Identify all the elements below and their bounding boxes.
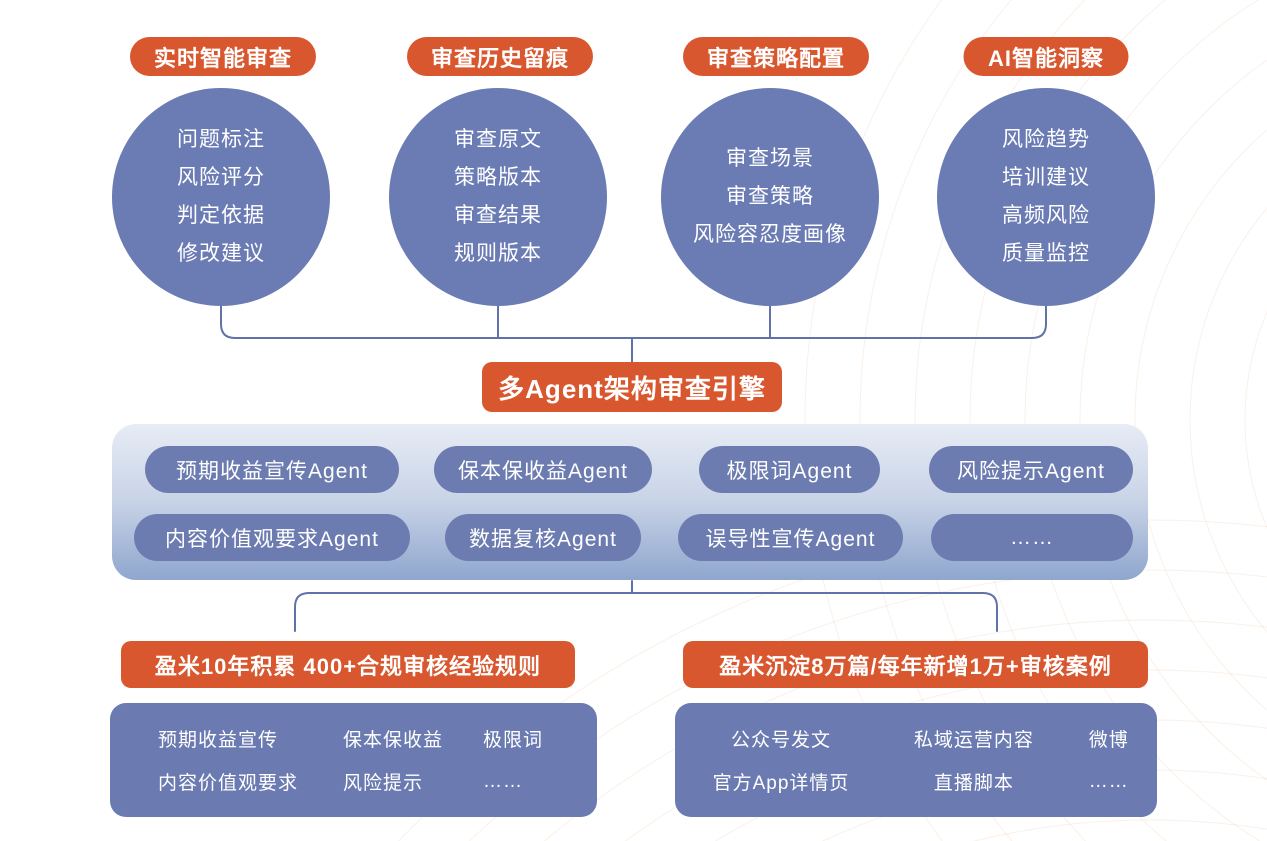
agent-pill-expected-return-promo: 预期收益宣传Agent [145,446,399,493]
rule-item: …… [483,770,523,792]
agent-pill-risk-warning: 风险提示Agent [929,446,1133,493]
rule-item: 极限词 [483,730,544,751]
case-item: 直播脚本 [933,773,1014,794]
rules-row: 内容价值观要求 风险提示 …… [158,768,597,795]
module-item: 高频风险 [1002,204,1090,227]
module-label-review-strategy-config: 审查策略配置 [682,37,870,76]
module-item: 风险评分 [177,166,265,189]
module-item: 策略版本 [454,166,542,189]
module-item: 风险容忍度画像 [693,223,847,246]
case-item: …… [1088,770,1129,792]
module-label-review-history: 审查历史留痕 [406,37,594,76]
engine-box: 预期收益宣传Agent 保本保收益Agent 极限词Agent 风险提示Agen… [112,424,1148,580]
module-item: 修改建议 [177,242,265,265]
case-item: 微博 [1088,730,1129,751]
case-item: 私域运营内容 [913,730,1034,751]
agent-pill-content-values: 内容价值观要求Agent [134,514,410,561]
module-circle-ai-insight: 风险趋势 培训建议 高频风险 质量监控 [937,88,1155,306]
module-item: 培训建议 [1002,166,1090,189]
agent-pill-misleading-promo: 误导性宣传Agent [678,514,903,561]
module-item: 风险趋势 [1002,128,1090,151]
cases-header: 盈米沉淀8万篇/每年新增1万+审核案例 [683,641,1148,688]
module-item: 审查原文 [454,128,542,151]
module-item: 判定依据 [177,204,265,227]
cases-box: 公众号发文 私域运营内容 微博 官方App详情页 直播脚本 …… [675,703,1157,817]
engine-title: 多Agent架构审查引擎 [482,362,782,412]
case-item: 官方App详情页 [712,773,850,794]
module-circle-review-history: 审查原文 策略版本 审查结果 规则版本 [389,88,607,306]
module-item: 审查策略 [726,185,814,208]
rule-item: 风险提示 [343,773,424,794]
agent-pill-more-ellipsis: …… [931,514,1133,561]
module-label-ai-insight: AI智能洞察 [963,37,1129,76]
module-item: 问题标注 [177,128,265,151]
module-circle-review-strategy-config: 审查场景 审查策略 风险容忍度画像 [661,88,879,306]
agent-pill-guaranteed-return: 保本保收益Agent [434,446,652,493]
cases-row: 公众号发文 私域运营内容 微博 [675,725,1157,752]
agent-pill-extreme-words: 极限词Agent [699,446,880,493]
rule-item: 内容价值观要求 [158,773,299,794]
rules-row: 预期收益宣传 保本保收益 极限词 [158,725,597,752]
rules-box: 预期收益宣传 保本保收益 极限词 内容价值观要求 风险提示 …… [110,703,597,817]
module-circle-realtime-review: 问题标注 风险评分 判定依据 修改建议 [112,88,330,306]
module-item: 审查场景 [726,147,814,170]
rules-header: 盈米10年积累 400+合规审核经验规则 [121,641,575,688]
agent-pill-data-recheck: 数据复核Agent [445,514,641,561]
module-item: 审查结果 [454,204,542,227]
cases-row: 官方App详情页 直播脚本 …… [675,768,1157,795]
case-item: 公众号发文 [731,730,832,751]
module-item: 规则版本 [454,242,542,265]
rule-item: 保本保收益 [343,730,444,751]
module-label-realtime-review: 实时智能审查 [129,37,317,76]
rule-item: 预期收益宣传 [158,730,279,751]
module-item: 质量监控 [1002,242,1090,265]
